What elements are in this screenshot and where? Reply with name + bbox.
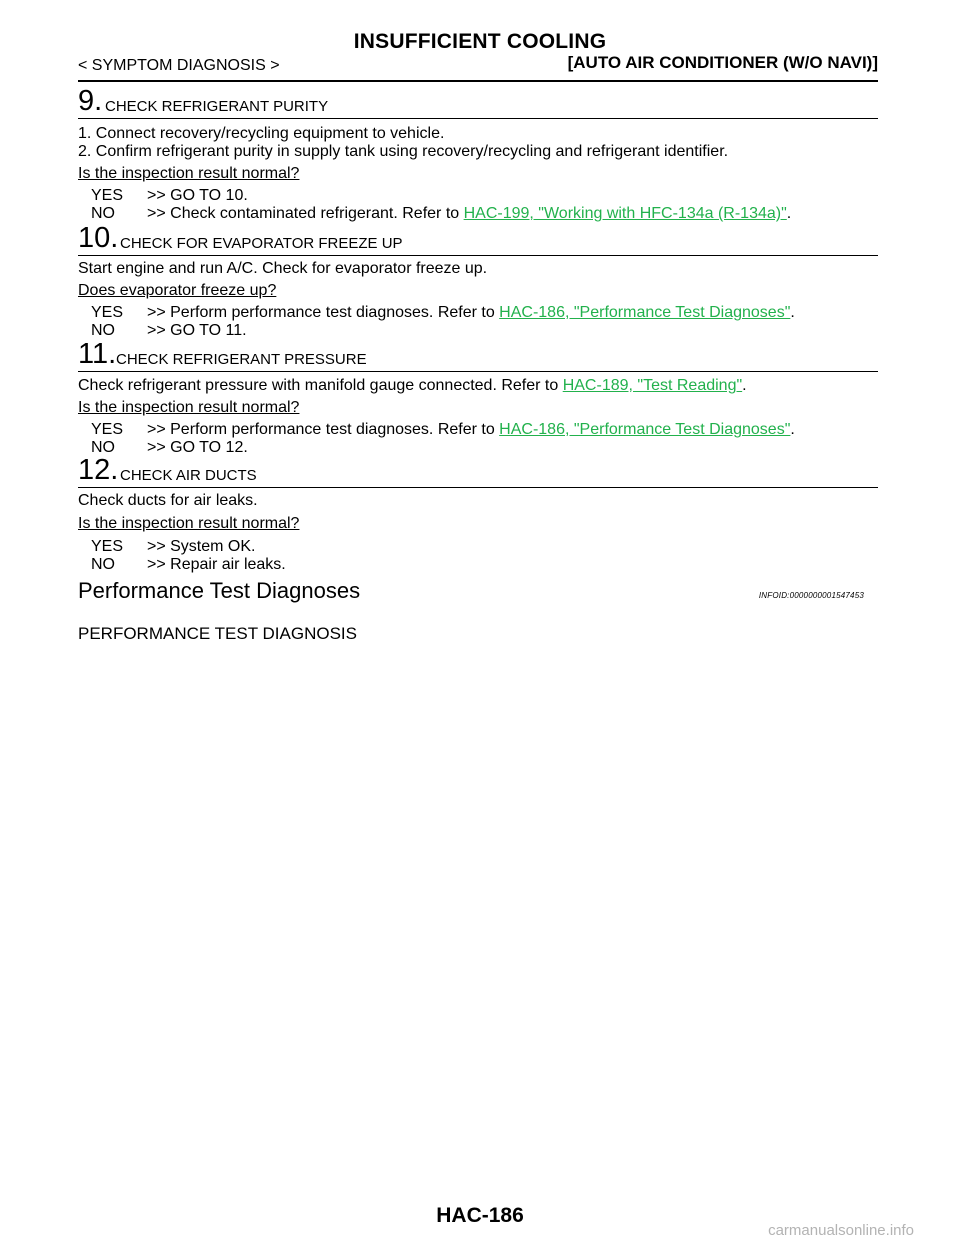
inspection-question: Is the inspection result normal? [78, 515, 300, 532]
instruction-item: 1. Connect recovery/recycling equipment … [78, 125, 445, 142]
reference-link[interactable]: HAC-199, "Working with HFC-134a (R-134a)… [463, 205, 787, 222]
answer-text: >> GO TO 11. [147, 322, 247, 339]
page-number: HAC-186 [436, 1204, 524, 1227]
answer-yes: YES >> GO TO 10. [91, 186, 248, 205]
step-number: 12. [78, 454, 119, 486]
section-label: [AUTO AIR CONDITIONER (W/O NAVI)] [567, 53, 878, 72]
answer-key: YES [91, 187, 124, 204]
step-number: 11. [78, 338, 117, 370]
step-title: CHECK REFRIGERANT PRESSURE [116, 351, 367, 368]
step-10-heading: 10. CHECK FOR EVAPORATOR FREEZE UP [78, 220, 878, 256]
instruction-text: Start engine and run A/C. Check for evap… [78, 260, 488, 277]
answer-key: NO [91, 439, 115, 456]
instruction-item: 2. Confirm refrigerant purity in supply … [78, 143, 729, 160]
punctuation: . [790, 304, 795, 321]
answer-key: YES [91, 304, 124, 321]
subsection-title: PERFORMANCE TEST DIAGNOSIS [78, 624, 357, 643]
answer-yes: YES >> Perform performance test diagnoses… [91, 420, 795, 439]
step-12-heading: 12. CHECK AIR DUCTS [78, 452, 878, 488]
answer-key: YES [91, 538, 124, 555]
answer-yes: YES >> Perform performance test diagnoses… [91, 303, 795, 322]
inspection-question: Does evaporator freeze up? [78, 282, 277, 299]
answer-text: >> Repair air leaks. [147, 556, 286, 573]
step-11-heading: 11. CHECK REFRIGERANT PRESSURE [78, 336, 878, 372]
answer-no: NO >> Check contaminated refrigerant. Ref… [91, 204, 791, 223]
reference-link[interactable]: HAC-186, "Performance Test Diagnoses" [499, 421, 791, 438]
reference-link[interactable]: HAC-186, "Performance Test Diagnoses" [499, 304, 791, 321]
answer-key: NO [91, 205, 115, 222]
answer-key: NO [91, 556, 115, 573]
answer-text: >> System OK. [147, 538, 256, 555]
instruction-body: Check refrigerant pressure with manifold… [78, 377, 563, 394]
punctuation: . [742, 377, 747, 394]
punctuation: . [790, 421, 795, 438]
answer-no: NO >> GO TO 12. [91, 438, 248, 457]
answer-key: NO [91, 322, 115, 339]
step-number: 9. [78, 85, 103, 117]
step-title: CHECK REFRIGERANT PURITY [105, 98, 329, 115]
step-number: 10. [78, 222, 119, 254]
answer-yes: YES >> System OK. [91, 537, 255, 556]
answer-text: >> GO TO 12. [147, 439, 248, 456]
breadcrumb: < SYMPTOM DIAGNOSIS > [78, 57, 280, 74]
step-title: CHECK FOR EVAPORATOR FREEZE UP [120, 235, 403, 252]
punctuation: . [786, 205, 792, 222]
page-title: INSUFFICIENT COOLING [353, 30, 607, 53]
instruction-text: Check ducts for air leaks. [78, 492, 258, 509]
answer-text: >> GO TO 10. [147, 187, 248, 204]
info-id: INFOID:0000000001547453 [758, 591, 864, 600]
answer-no: NO >> GO TO 11. [91, 321, 247, 340]
answer-key: YES [91, 421, 124, 438]
header-divider [78, 80, 878, 82]
inspection-question: Is the inspection result normal? [78, 165, 300, 182]
inspection-question: Is the inspection result normal? [78, 399, 300, 416]
answer-text: >> Perform performance test diagnoses. R… [147, 421, 500, 438]
watermark: carmanualsonline.info [768, 1222, 914, 1239]
step-9-heading: 9. CHECK REFRIGERANT PURITY [78, 83, 878, 119]
reference-link[interactable]: HAC-189, "Test Reading" [562, 377, 743, 394]
instruction-text: Check refrigerant pressure with manifold… [78, 376, 747, 395]
answer-text: >> Check contaminated refrigerant. Refer… [147, 205, 464, 222]
step-title: CHECK AIR DUCTS [120, 467, 257, 484]
answer-no: NO >> Repair air leaks. [91, 555, 286, 574]
section-title: Performance Test Diagnoses [78, 578, 361, 603]
answer-text: >> Perform performance test diagnoses. R… [147, 304, 500, 321]
